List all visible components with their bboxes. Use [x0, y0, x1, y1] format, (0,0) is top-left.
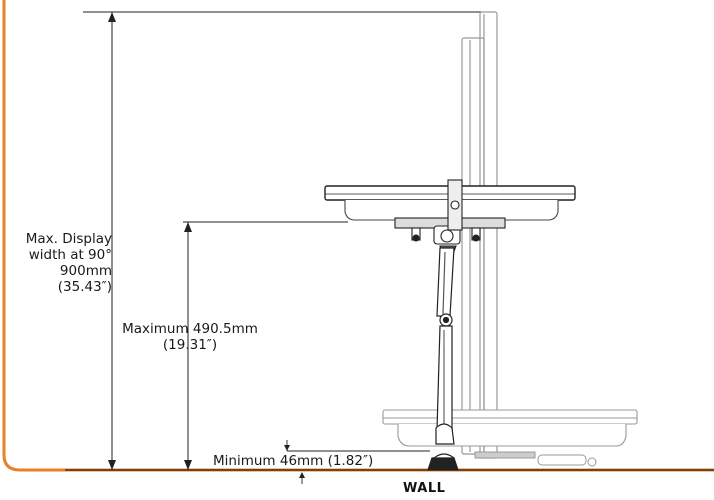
- frame-border: [2, 0, 714, 472]
- hardware-clip: [474, 451, 597, 467]
- maximum-label-line2: (19.31″): [162, 337, 218, 353]
- max-display-label-line4: (35.43″): [57, 279, 112, 295]
- wall-plate: [427, 453, 459, 471]
- mount-arm: [435, 247, 455, 445]
- wall-label: WALL: [403, 481, 446, 496]
- max-display-label-line1: Max. Display: [25, 231, 112, 247]
- minimum-label: Minimum 46mm (1.82″): [213, 453, 374, 469]
- maximum-label-line1: Maximum 490.5mm: [122, 321, 258, 337]
- max-display-label-line2: width at 90°: [28, 247, 112, 263]
- maximum-label: Maximum 490.5mm (19.31″): [115, 321, 265, 353]
- max-display-label-line3: 900mm: [59, 263, 112, 279]
- display-landscape-bottom: [382, 409, 638, 447]
- max-display-label: Max. Display width at 90° 900mm (35.43″): [8, 231, 112, 295]
